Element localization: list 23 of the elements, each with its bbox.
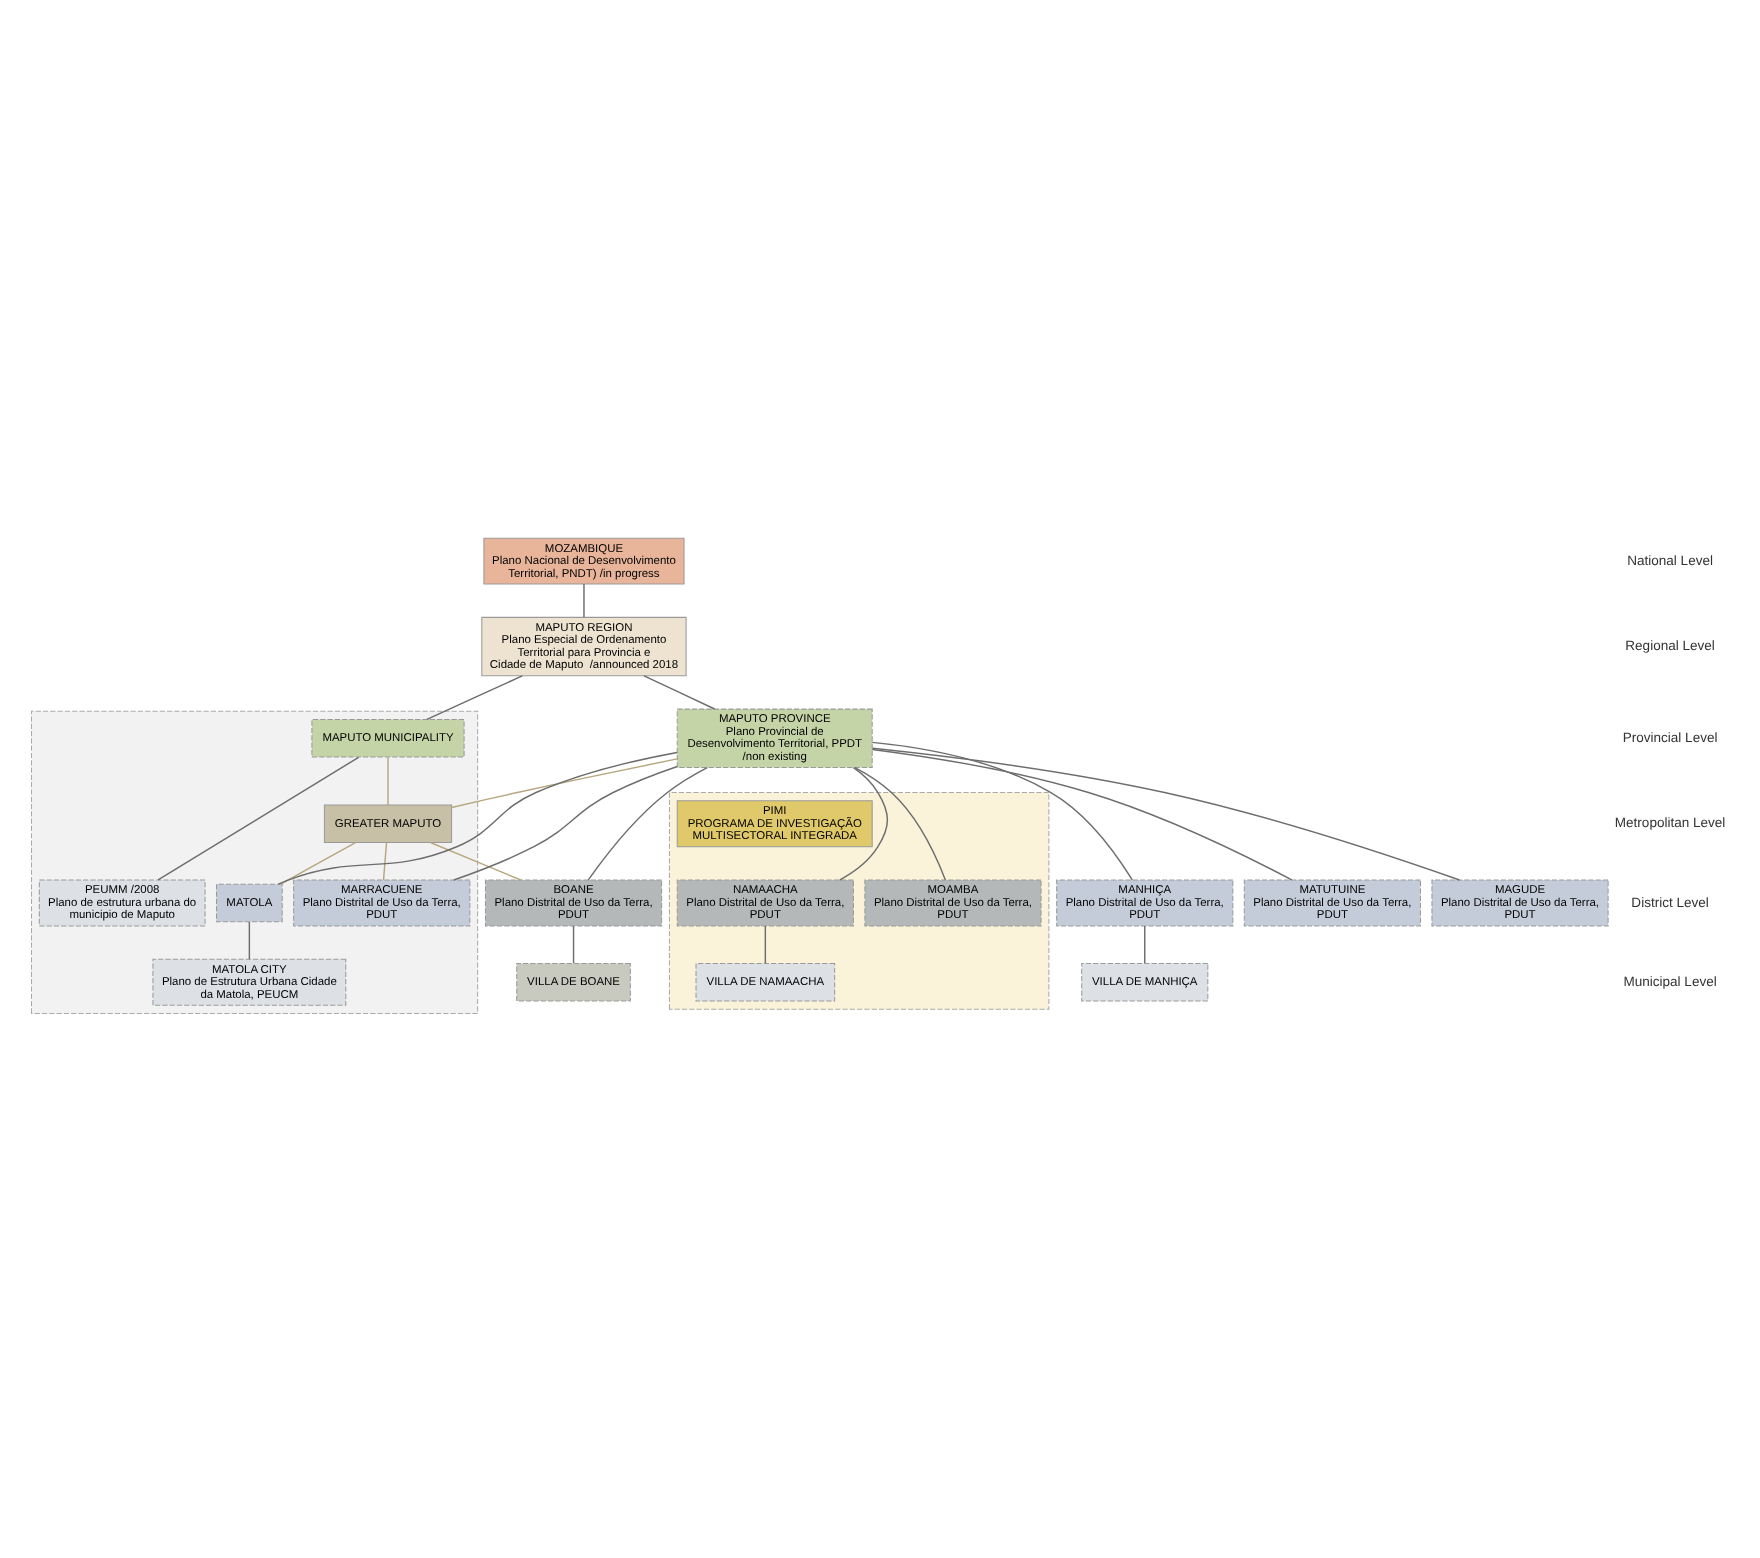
connector [450,757,678,808]
connector [854,765,947,880]
connector [643,674,716,709]
connector [587,765,708,880]
connector [453,764,678,880]
cluster [31,709,479,1013]
connector [430,841,522,880]
connector [764,924,767,963]
connector [248,920,251,959]
connector [871,740,1134,880]
connector [387,755,389,805]
connector [572,924,575,963]
connector [871,747,1293,880]
connector [382,841,388,880]
connector [583,582,585,617]
connector [838,765,889,880]
connector [426,674,523,720]
connector [277,750,678,884]
connector [280,840,357,884]
connector [157,755,360,880]
connector [1144,924,1146,963]
cluster [668,791,1050,1009]
connector [871,746,1461,880]
